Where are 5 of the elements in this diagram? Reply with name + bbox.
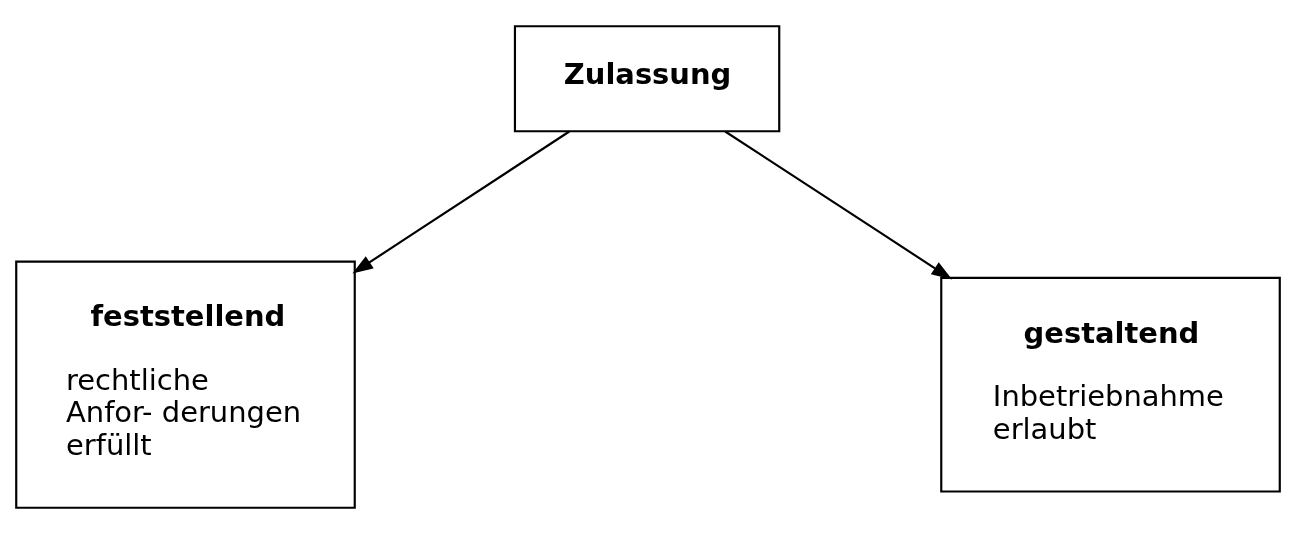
node-box: Zulassung bbox=[513, 24, 781, 132]
node-box: feststellend rechtliche Anfor- derungen erfüllt bbox=[15, 260, 356, 509]
arrow bbox=[352, 130, 570, 273]
node-box: gestaltend Inbetriebnahme erlaubt bbox=[940, 276, 1281, 493]
arrow bbox=[724, 130, 953, 279]
